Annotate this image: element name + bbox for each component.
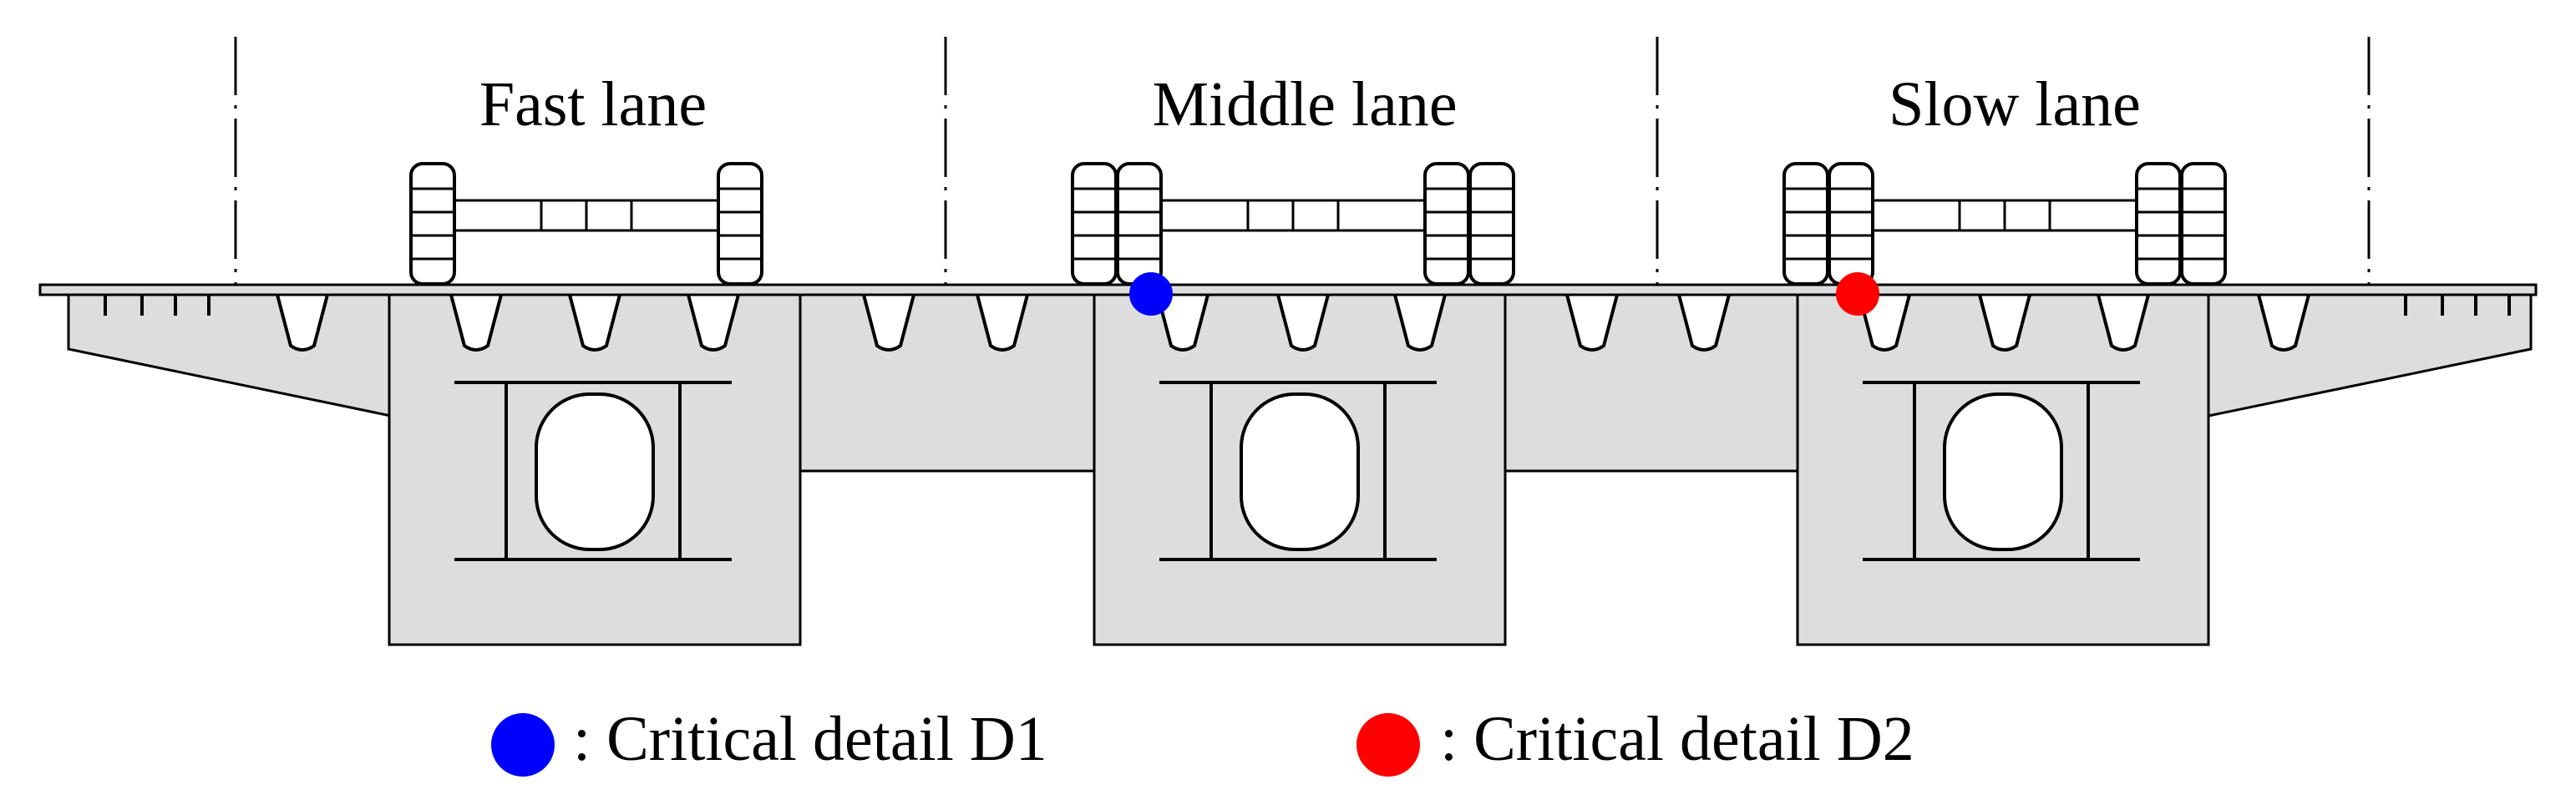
legend-d2-swatch [1356, 713, 1420, 777]
wheel-left-1 [1071, 162, 1118, 286]
manhole-2 [1240, 392, 1360, 551]
diaphragm-2 [1159, 381, 1437, 561]
critical-detail-d1-marker [1129, 272, 1173, 316]
fast-lane-axle [409, 162, 763, 286]
u-rib-10 [1565, 294, 1619, 352]
lane-label-middle: Middle lane [1152, 69, 1457, 139]
u-rib-4 [687, 294, 740, 352]
deck-plate [38, 283, 2538, 296]
middle-lane-axle [1071, 162, 1515, 286]
legend-d1-label: : Critical detail D1 [573, 704, 1047, 774]
edge-stiffeners [104, 295, 2511, 316]
wheel-left-2 [1828, 162, 1874, 286]
wheel-left-1 [1782, 162, 1829, 286]
right-cantilever [2207, 292, 2533, 418]
vehicle-axles [409, 162, 2227, 286]
u-rib-3 [568, 294, 621, 352]
u-rib-1 [276, 294, 329, 352]
wheel-right-1 [2135, 162, 2182, 286]
legend-d1-swatch [491, 713, 555, 777]
wheel-right-2 [1468, 162, 1515, 286]
u-rib-stiffeners [276, 294, 2310, 352]
wheel-right-1 [1423, 162, 1470, 286]
diaphragm-3 [1863, 381, 2140, 561]
u-rib-6 [976, 294, 1029, 352]
wheel-right-2 [2180, 162, 2227, 286]
wheel-left-2 [1116, 162, 1163, 286]
u-rib-8 [1276, 294, 1330, 352]
u-rib-2 [449, 294, 503, 352]
u-rib-11 [1677, 294, 1731, 352]
lane-label-fast: Fast lane [479, 69, 707, 139]
lane-dividers [234, 37, 2371, 319]
u-rib-13 [1978, 294, 2031, 352]
u-rib-14 [2097, 294, 2150, 352]
slow-lane-axle [1782, 162, 2227, 286]
lane-label-slow: Slow lane [1889, 69, 2141, 139]
u-rib-9 [1393, 294, 1447, 352]
wheel-left-1 [409, 162, 456, 286]
critical-detail-d2-marker [1836, 272, 1879, 316]
manhole-1 [535, 392, 655, 551]
diaphragm-1 [454, 381, 732, 561]
connector-deck-2 [1500, 292, 1801, 473]
left-cantilever [67, 292, 393, 418]
connector-deck-1 [797, 292, 1098, 473]
u-rib-15 [2257, 294, 2310, 352]
u-rib-5 [862, 294, 915, 352]
u-rib-7 [1156, 294, 1209, 352]
legend-d2-label: : Critical detail D2 [1440, 704, 1914, 774]
manhole-3 [1943, 392, 2063, 551]
wheel-right-1 [717, 162, 763, 286]
legend: : Critical detail D1 : Critical detail D… [491, 704, 1914, 777]
